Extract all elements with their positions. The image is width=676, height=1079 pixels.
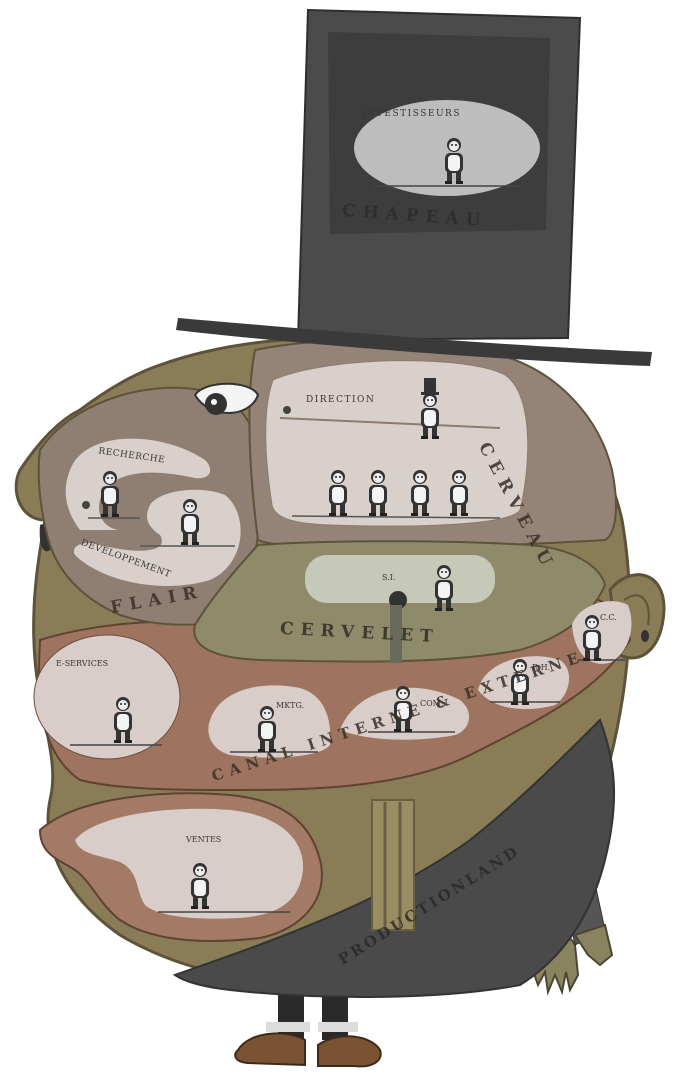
- label-cc: C.C.: [600, 614, 617, 622]
- label-ventes: VENTES: [186, 836, 221, 844]
- shoes: [235, 1033, 380, 1066]
- label-direction: DIRECTION: [306, 396, 375, 405]
- label-eservices: E-SERVICES: [56, 660, 108, 668]
- label-si: S.I.: [382, 574, 395, 582]
- label-investisseurs: INVESTISSEURS: [362, 110, 461, 119]
- label-mktg: MKTG.: [276, 702, 304, 710]
